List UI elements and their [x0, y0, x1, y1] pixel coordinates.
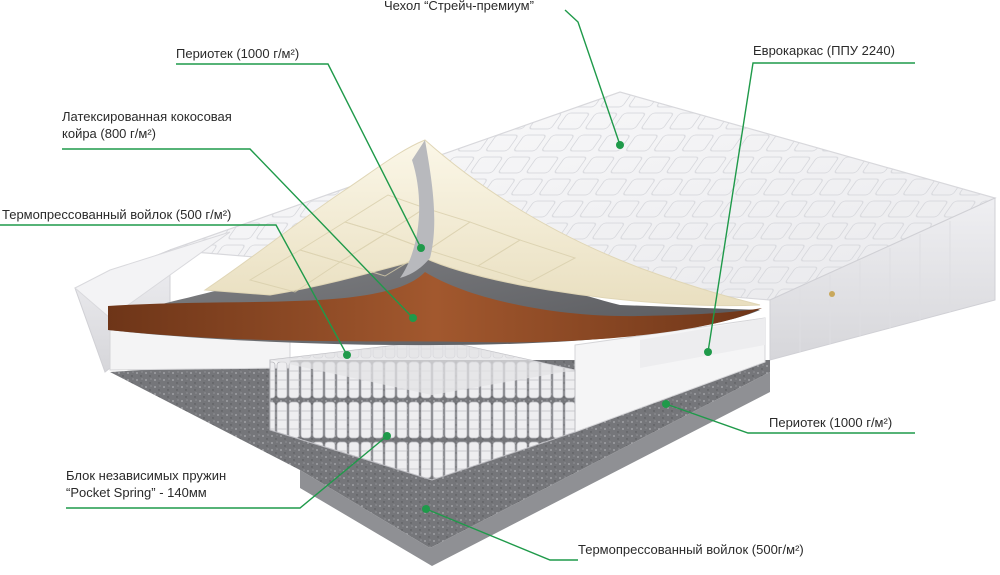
dot-eurocarcass: [704, 348, 712, 356]
label-springs-line1: Блок независимых пружин: [66, 468, 227, 483]
dot-cover: [616, 141, 624, 149]
label-cover-text: Чехол “Стрейч-премиум”: [384, 0, 534, 13]
label-perioteks-top: Периотек (1000 г/м²): [176, 45, 299, 62]
label-eurocarcass-text: Еврокаркас (ППУ 2240): [753, 43, 895, 58]
leader-perioteks-top: [176, 63, 422, 249]
leader-felt-bottom: [425, 508, 578, 561]
label-cover: Чехол “Стрейч-премиум”: [384, 0, 534, 14]
label-felt-bottom-text: Термопрессованный войлок (500г/м²): [578, 542, 804, 557]
dot-coir: [409, 314, 417, 322]
label-felt-top-text: Термопрессованный войлок (500 г/м²): [2, 207, 232, 222]
leader-dots: [343, 141, 712, 513]
label-felt-bottom: Термопрессованный войлок (500г/м²): [578, 541, 804, 558]
leader-coir: [62, 148, 414, 319]
label-perioteks-right-text: Периотек (1000 г/м²): [769, 415, 893, 430]
leader-perioteks-right: [665, 403, 915, 434]
dot-springs: [383, 432, 391, 440]
label-springs-line2: “Pocket Spring” - 140мм: [66, 485, 207, 500]
label-perioteks-right: Периотек (1000 г/м²): [769, 414, 892, 431]
label-coir-line1: Латексированная кокосовая: [62, 109, 232, 124]
label-coir: Латексированная кокосовая койра (800 г/м…: [62, 108, 232, 142]
leader-felt-top: [0, 224, 348, 356]
leader-cover: [564, 9, 621, 146]
label-perioteks-top-text: Периотек (1000 г/м²): [176, 46, 300, 61]
label-felt-top: Термопрессованный войлок (500 г/м²): [2, 206, 231, 223]
label-eurocarcass: Еврокаркас (ППУ 2240): [753, 42, 895, 59]
leader-eurocarcass: [707, 62, 915, 353]
dot-perioteks-right: [662, 400, 670, 408]
peeled-layers: [108, 139, 762, 346]
mattress-cutaway: [109, 317, 770, 566]
leader-lines: [0, 9, 915, 561]
label-coir-line2: койра (800 г/м²): [62, 126, 156, 141]
label-springs: Блок независимых пружин “Pocket Spring” …: [66, 467, 226, 501]
leader-springs: [66, 435, 388, 509]
dot-felt-top: [343, 351, 351, 359]
dot-perioteks-top: [417, 244, 425, 252]
dot-felt-bottom: [422, 505, 430, 513]
brand-tag-icon: [829, 291, 835, 297]
